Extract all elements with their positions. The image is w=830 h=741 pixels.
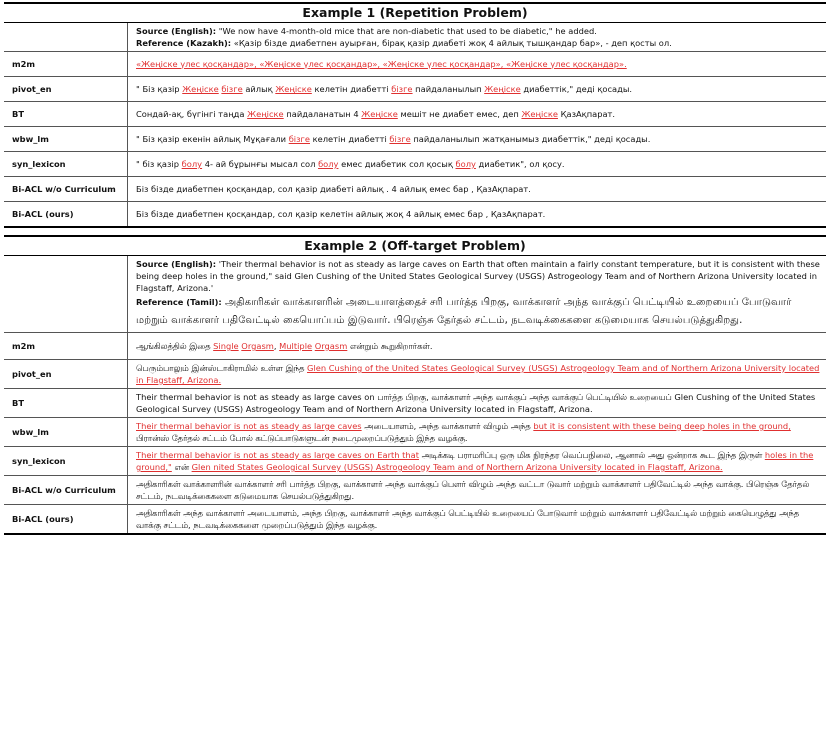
source-label: Source (English): <box>136 26 217 36</box>
row-output: அதிகாரிகள் வாக்காளரின் வாக்காளர் சரி பார… <box>127 475 826 505</box>
row-output: ஆங்கிலத்தில் இதை Single Orgasm, Multiple… <box>127 332 826 360</box>
row-label: m2m <box>4 332 128 360</box>
table-row: syn_lexicon Their thermal behavior is no… <box>4 446 826 476</box>
table-row: m2m ஆங்கிலத்தில் இதை Single Orgasm, Mult… <box>4 332 826 360</box>
table-row: wbw_lm " Біз қазір екенін айлық Мұқағали… <box>4 126 826 152</box>
row-output: Сондай-ақ, бүгінгі таңда Жеңіске пайдала… <box>127 101 826 127</box>
row-label: syn_lexicon <box>4 151 128 177</box>
row-output: " Біз қазір Жеңіске бізге айлық Жеңіске … <box>127 76 826 102</box>
example1-source-cell: Source (English): "We now have 4-month-o… <box>127 23 826 52</box>
row-output: Біз бізде диабетпен қосқандар, сол қазір… <box>127 201 826 228</box>
table-row: Bi-ACL w/o Curriculum அதிகாரிகள் வாக்காள… <box>4 475 826 505</box>
reference-label: Reference (Kazakh): <box>136 38 232 48</box>
row-label: pivot_en <box>4 76 128 102</box>
reference-text: «Қазір бізде диабетпен ауырған, бірақ қа… <box>231 38 672 48</box>
table-row: Source (English): 'Their thermal behavio… <box>4 256 826 333</box>
row-output: Біз бізде диабетпен қосқандар, сол қазір… <box>127 176 826 202</box>
row-label: wbw_lm <box>4 126 128 152</box>
table-row: pivot_en பெரும்பாலும் இன்ஸ்டாகிராமில் உள… <box>4 359 826 389</box>
example1-table: Source (English): "We now have 4-month-o… <box>4 23 826 228</box>
example1-title: Example 1 (Repetition Problem) <box>4 2 826 23</box>
row-output: " біз қазір болу 4- ай бұрынғы мысал сол… <box>127 151 826 177</box>
row-output: «Жеңіске үлес қосқандар», «Жеңіске үлес … <box>127 51 826 77</box>
row-output: Their thermal behavior is not as steady … <box>127 417 826 447</box>
row-label: wbw_lm <box>4 417 128 447</box>
row-label: Bi-ACL w/o Curriculum <box>4 176 128 202</box>
row-label: Bi-ACL w/o Curriculum <box>4 475 128 505</box>
table-row: Bi-ACL w/o Curriculum Біз бізде диабетпе… <box>4 176 826 202</box>
reference-text: அதிகாரிகள் வாக்காளரின் அடையாளத்தைச் சரி … <box>136 297 792 326</box>
row-label: BT <box>4 388 128 418</box>
table-row: pivot_en " Біз қазір Жеңіске бізге айлық… <box>4 76 826 102</box>
example2-title: Example 2 (Off-target Problem) <box>4 235 826 256</box>
table-row: m2m «Жеңіске үлес қосқандар», «Жеңіске ү… <box>4 51 826 77</box>
table-row: Bi-ACL (ours) அதிகாரிகள் அந்த வாக்காளர் … <box>4 504 826 535</box>
table-row: Source (English): "We now have 4-month-o… <box>4 23 826 52</box>
source-text: 'Their thermal behavior is not as steady… <box>136 259 820 293</box>
row-label: pivot_en <box>4 359 128 389</box>
row-label: m2m <box>4 51 128 77</box>
row-output: Their thermal behavior is not as steady … <box>127 446 826 476</box>
row-label: syn_lexicon <box>4 446 128 476</box>
table-row: BT Сондай-ақ, бүгінгі таңда Жеңіске пайд… <box>4 101 826 127</box>
row-output: பெரும்பாலும் இன்ஸ்டாகிராமில் உள்ள இந்த G… <box>127 359 826 389</box>
source-label: Source (English): <box>136 259 217 269</box>
row-label: Bi-ACL (ours) <box>4 504 128 535</box>
row-output: " Біз қазір екенін айлық Мұқағали бізге … <box>127 126 826 152</box>
table-row: wbw_lm Their thermal behavior is not as … <box>4 417 826 447</box>
table-row: syn_lexicon " біз қазір болу 4- ай бұрын… <box>4 151 826 177</box>
row-label: BT <box>4 101 128 127</box>
row-label: Bi-ACL (ours) <box>4 201 128 228</box>
reference-label: Reference (Tamil): <box>136 297 222 307</box>
example2-table: Source (English): 'Their thermal behavio… <box>4 256 826 535</box>
table-row: BT Their thermal behavior is not as stea… <box>4 388 826 418</box>
table-row: Bi-ACL (ours) Біз бізде диабетпен қосқан… <box>4 201 826 228</box>
row-output: Their thermal behavior is not as steady … <box>127 388 826 418</box>
example2-source-cell: Source (English): 'Their thermal behavio… <box>127 256 826 333</box>
source-text: "We now have 4-month-old mice that are n… <box>216 26 597 36</box>
row-output: அதிகாரிகள் அந்த வாக்காளர் அடையாளம், அந்த… <box>127 504 826 535</box>
